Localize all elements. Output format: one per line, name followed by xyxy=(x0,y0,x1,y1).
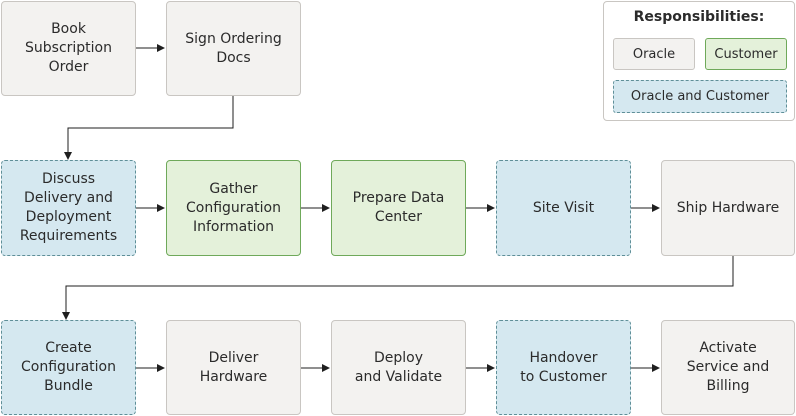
legend-shared-swatch: Oracle and Customer xyxy=(613,80,787,113)
step-discuss-delivery-requirements: Discuss Delivery and Deployment Requirem… xyxy=(1,160,136,256)
legend-title: Responsibilities: xyxy=(633,9,765,25)
step-create-configuration-bundle: Create Configuration Bundle xyxy=(1,320,136,415)
step-book-subscription-order: Book Subscription Order xyxy=(1,1,136,96)
step-label: Deploy and Validate xyxy=(354,349,443,385)
step-label: Ship Hardware xyxy=(676,199,780,216)
step-sign-ordering-docs: Sign Ordering Docs xyxy=(166,1,301,96)
responsibilities-legend: Responsibilities: Oracle Customer Oracle… xyxy=(603,1,795,121)
step-label: Book Subscription Order xyxy=(25,21,112,75)
legend-customer-label: Customer xyxy=(714,46,778,62)
step-handover-to-customer: Handover to Customer xyxy=(496,320,631,415)
arrow-ship-to-create xyxy=(62,256,734,320)
arrow-sign-to-discuss xyxy=(64,96,234,160)
step-label: Gather Configuration Information xyxy=(186,180,281,235)
step-label: Site Visit xyxy=(532,199,595,216)
step-label: Sign Ordering Docs xyxy=(185,30,282,66)
step-label: Activate Service and Billing xyxy=(686,340,770,394)
step-ship-hardware: Ship Hardware xyxy=(661,160,795,256)
step-deliver-hardware: Deliver Hardware xyxy=(166,320,301,415)
step-activate-service-and-billing: Activate Service and Billing xyxy=(661,320,795,415)
step-prepare-data-center: Prepare Data Center xyxy=(331,160,466,256)
step-label: Prepare Data Center xyxy=(352,190,445,225)
legend-oracle-label: Oracle xyxy=(632,46,676,62)
step-label: Create Configuration Bundle xyxy=(21,340,116,394)
legend-customer-swatch: Customer xyxy=(705,38,787,70)
step-label: Deliver Hardware xyxy=(199,349,268,385)
step-site-visit: Site Visit xyxy=(496,160,631,256)
legend-oracle-swatch: Oracle xyxy=(613,38,695,70)
step-label: Discuss Delivery and Deployment Requirem… xyxy=(19,171,118,244)
step-label: Handover to Customer xyxy=(520,349,607,385)
step-deploy-and-validate: Deploy and Validate xyxy=(331,320,466,415)
step-gather-configuration-information: Gather Configuration Information xyxy=(166,160,301,256)
legend-shared-label: Oracle and Customer xyxy=(630,89,770,104)
